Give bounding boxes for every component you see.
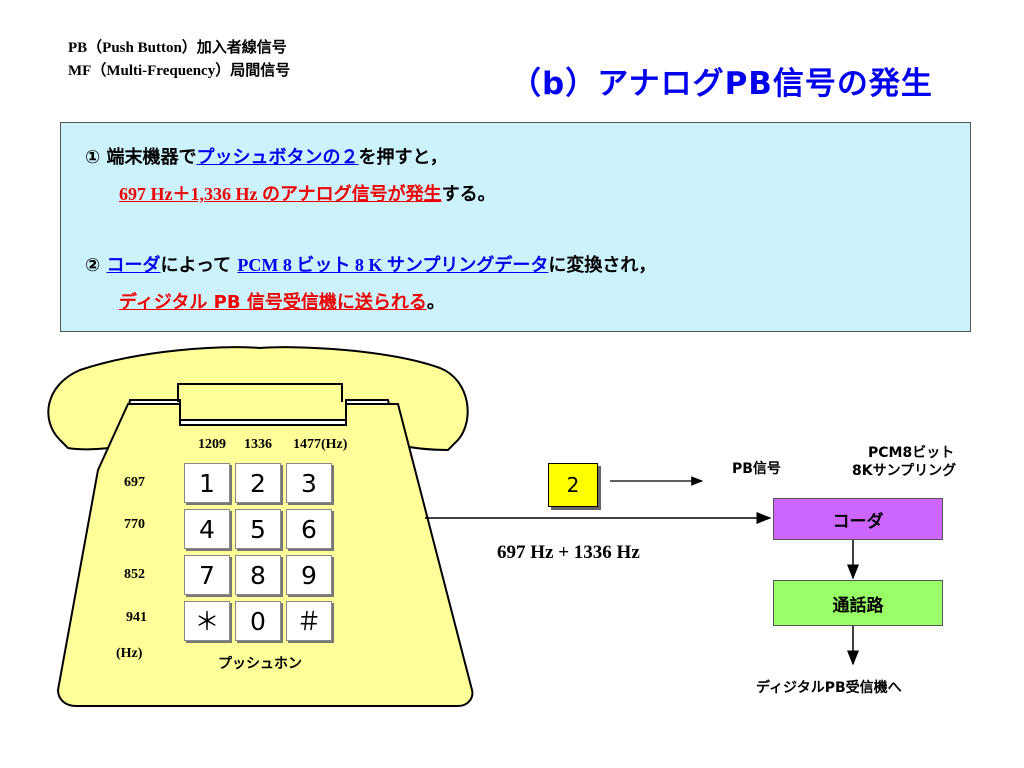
keypad-key-5[interactable]: 5 <box>235 509 281 549</box>
highlight-analog-signal: 697 Hz＋1,336 Hz のアナログ信号が発生 <box>119 184 442 204</box>
info-item-2-line-2: ディジタル PB 信号受信機に送られる。 <box>119 288 445 314</box>
keypad-key-8[interactable]: 8 <box>235 555 281 595</box>
info-text: によって <box>160 255 232 276</box>
row-freq-697: 697 <box>124 475 145 490</box>
keypad-key-hash[interactable]: ＃ <box>286 601 332 641</box>
link-pcm-data[interactable]: PCM 8 ビット 8 K サンプリングデータ <box>237 255 549 275</box>
page-title: （b）アナログPB信号の発生 <box>510 66 933 102</box>
switch-block: 通話路 <box>773 580 943 626</box>
info-text: 端末機器で <box>106 147 197 168</box>
info-text: 。 <box>426 292 445 313</box>
keypad-key-3[interactable]: 3 <box>286 463 332 503</box>
keypad-key-9[interactable]: 9 <box>286 555 332 595</box>
col-freq-1477: 1477(Hz) <box>293 437 348 452</box>
row-freq-770: 770 <box>124 517 145 532</box>
link-push-button-2[interactable]: プッシュボタンの２ <box>196 147 359 168</box>
keypad-key-star[interactable]: ＊ <box>184 601 230 641</box>
keypad-key-4[interactable]: 4 <box>184 509 230 549</box>
pcm-label-line2: 8Kサンプリング <box>852 463 957 479</box>
info-text: を押すと， <box>358 147 448 168</box>
info-text: に変換され， <box>548 255 657 276</box>
keypad-key-6[interactable]: 6 <box>286 509 332 549</box>
info-box: ① 端末機器でプッシュボタンの２を押すと， 697 Hz＋1,336 Hz のア… <box>60 122 971 332</box>
pushphone-label: プッシュホン <box>218 656 302 672</box>
row-freq-852: 852 <box>124 567 145 582</box>
coder-block: コーダ <box>773 498 943 540</box>
receiver-label: ディジタルPB受信機へ <box>756 680 902 696</box>
keypad-key-1[interactable]: 1 <box>184 463 230 503</box>
phone-handset <box>47 346 469 452</box>
keypad-key-2[interactable]: 2 <box>235 463 281 503</box>
highlight-digital-receiver: ディジタル PB 信号受信機に送られる <box>119 292 427 313</box>
pcm-label-line1: PCM8ビット <box>868 445 955 461</box>
info-item-1-line-2: 697 Hz＋1,336 Hz のアナログ信号が発生する。 <box>119 180 496 206</box>
info-item-1-line-1: ① 端末機器でプッシュボタンの２を押すと， <box>85 143 448 169</box>
col-freq-1336: 1336 <box>244 437 272 452</box>
marker-2: ② <box>85 255 101 276</box>
handset-cradle <box>177 383 343 402</box>
header-note-pb: PB（Push Button）加入者線信号 <box>68 40 287 56</box>
info-text: する。 <box>441 184 496 205</box>
hz-unit-label: (Hz) <box>116 646 143 661</box>
info-item-2-line-1: ② コーダによって PCM 8 ビット 8 K サンプリングデータに変換され， <box>85 251 656 277</box>
pressed-key-2: 2 <box>548 463 598 507</box>
keypad-key-7[interactable]: 7 <box>184 555 230 595</box>
link-coder[interactable]: コーダ <box>106 255 161 276</box>
keypad-key-0[interactable]: 0 <box>235 601 281 641</box>
row-freq-941: 941 <box>126 610 147 625</box>
pb-signal-label: PB信号 <box>732 461 781 477</box>
col-freq-1209: 1209 <box>198 437 226 452</box>
header-note-mf: MF（Multi-Frequency）局間信号 <box>68 63 291 79</box>
marker-1: ① <box>85 147 101 168</box>
frequency-sum-label: 697 Hz + 1336 Hz <box>497 542 640 563</box>
